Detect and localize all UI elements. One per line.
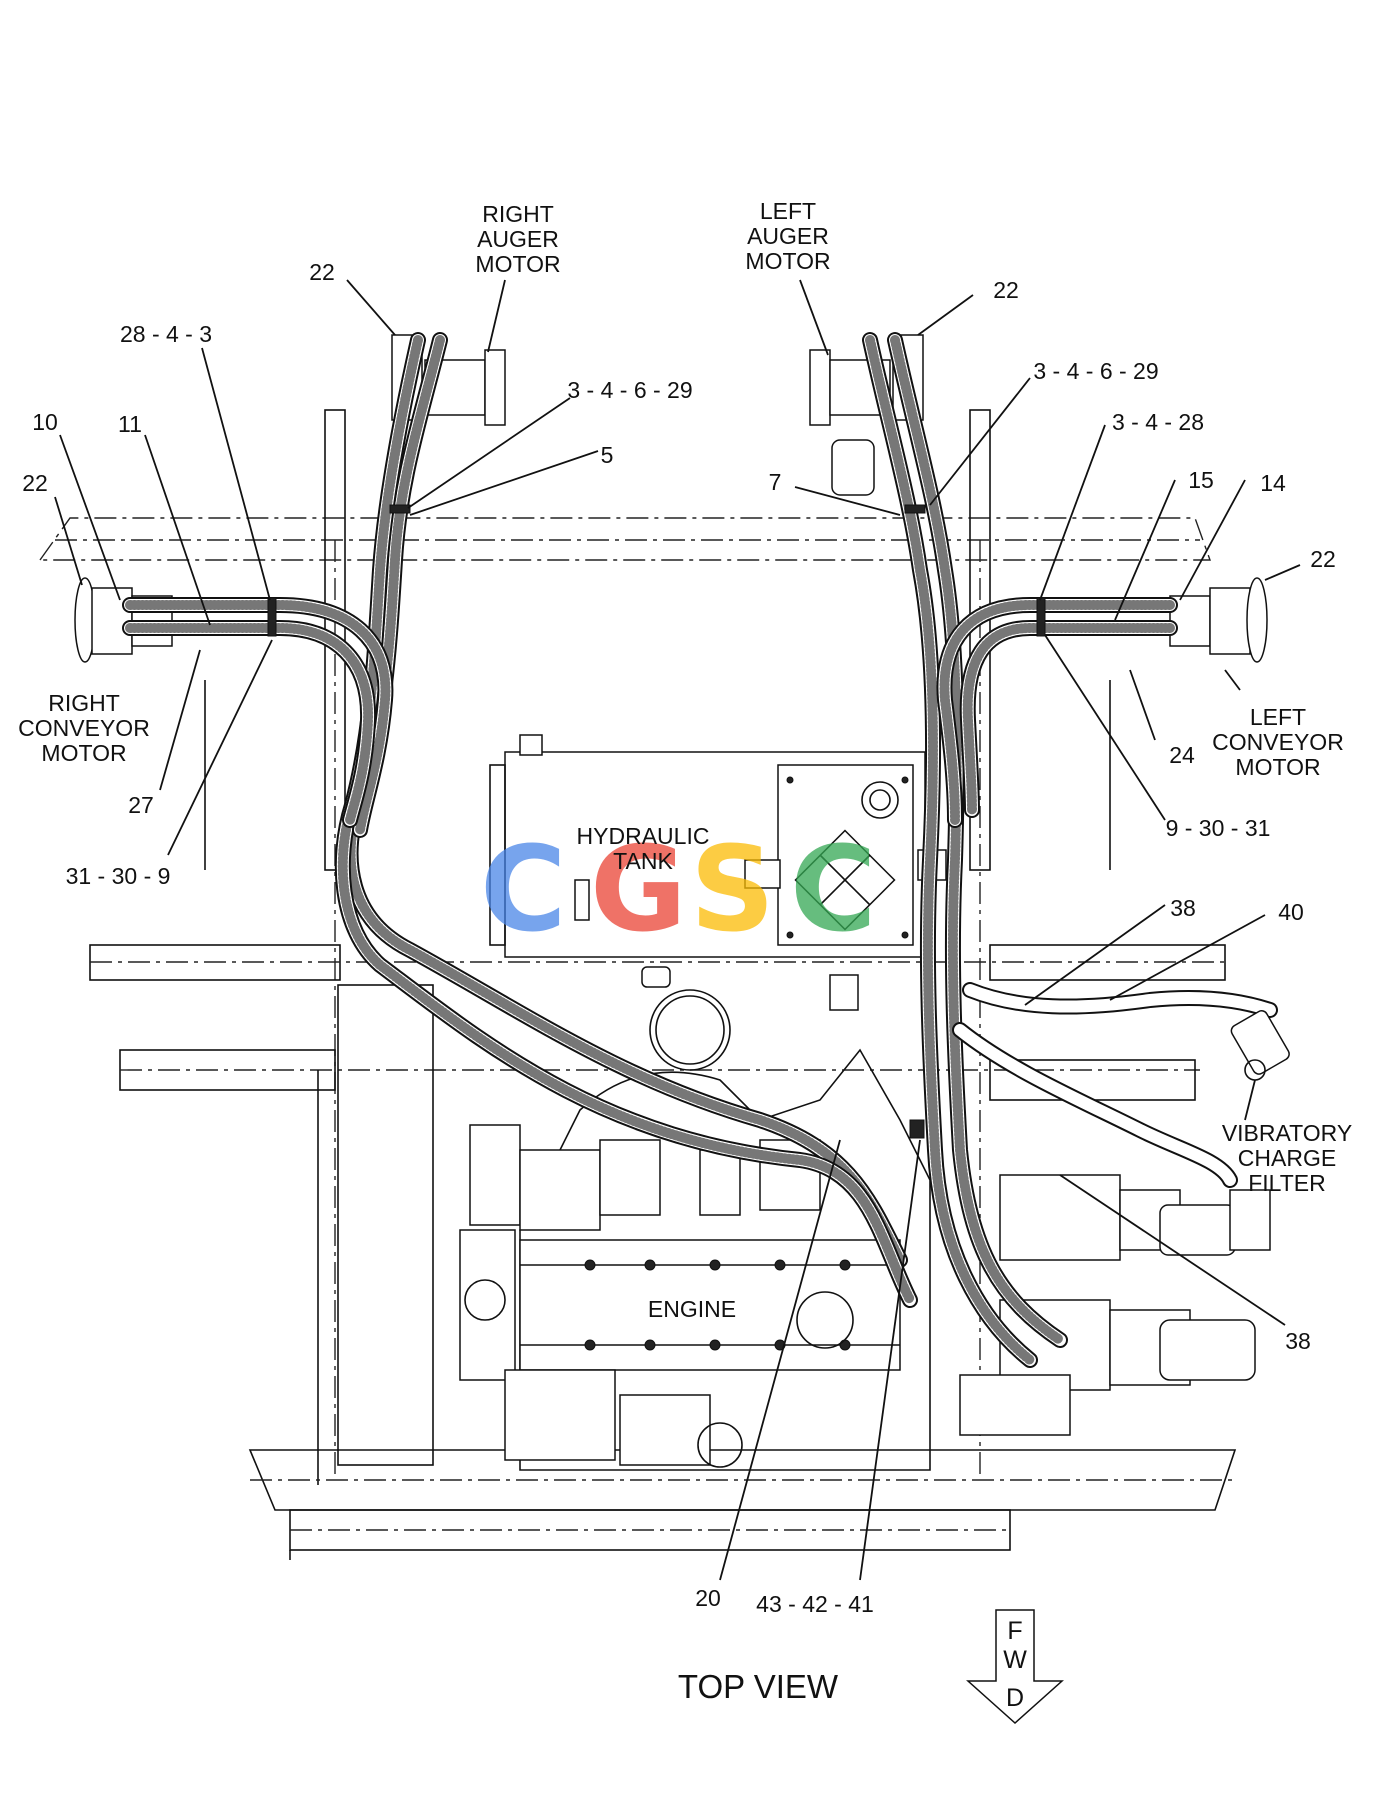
svg-text:AUGER: AUGER bbox=[477, 226, 559, 252]
watermark-letter-3: S bbox=[690, 820, 775, 958]
label-left-conveyor-motor: LEFT CONVEYOR MOTOR bbox=[1212, 704, 1344, 780]
left-conveyor-motor bbox=[1169, 577, 1268, 663]
vibratory-charge-filter bbox=[1230, 1010, 1290, 1081]
fwd-letter-f: F bbox=[1007, 1617, 1022, 1645]
svg-text:FILTER: FILTER bbox=[1248, 1170, 1326, 1196]
svg-text:CONVEYOR: CONVEYOR bbox=[1212, 729, 1344, 755]
svg-text:MOTOR: MOTOR bbox=[745, 248, 830, 274]
callout-3-4-6-29-right: 3 - 4 - 6 - 29 bbox=[1033, 358, 1158, 384]
svg-text:CONVEYOR: CONVEYOR bbox=[18, 715, 150, 741]
callout-3-4-6-29-left: 3 - 4 - 6 - 29 bbox=[567, 377, 692, 403]
label-engine: ENGINE bbox=[648, 1296, 736, 1322]
hydraulic-pumps bbox=[959, 1174, 1271, 1436]
svg-text:MOTOR: MOTOR bbox=[41, 740, 126, 766]
svg-text:MOTOR: MOTOR bbox=[1235, 754, 1320, 780]
watermark-letter-1: C bbox=[480, 820, 567, 958]
leader-lines bbox=[54, 279, 1301, 1581]
label-right-conveyor-motor: RIGHT CONVEYOR MOTOR bbox=[18, 690, 150, 766]
callout-22-top-left: 22 bbox=[309, 259, 335, 285]
callout-27: 27 bbox=[128, 792, 154, 818]
callouts: 22 28 - 4 - 3 10 11 22 3 - 4 - 6 - 29 5 … bbox=[22, 259, 1336, 1617]
callout-9-30-31: 9 - 30 - 31 bbox=[1166, 815, 1271, 841]
label-left-auger-motor: LEFT AUGER MOTOR bbox=[745, 198, 830, 274]
forward-direction-arrow: F W D bbox=[966, 1609, 1064, 1725]
callout-31-30-9: 31 - 30 - 9 bbox=[66, 863, 171, 889]
watermark-letter-4: C bbox=[790, 820, 877, 958]
hydraulic-tank bbox=[489, 734, 947, 1071]
callout-11: 11 bbox=[118, 411, 142, 437]
callout-28-4-3: 28 - 4 - 3 bbox=[120, 321, 212, 347]
svg-text:HYDRAULIC: HYDRAULIC bbox=[577, 823, 710, 849]
callout-24: 24 bbox=[1169, 742, 1195, 768]
callout-22-top-right: 22 bbox=[993, 277, 1019, 303]
callout-38-lower: 38 bbox=[1285, 1328, 1311, 1354]
svg-text:CHARGE: CHARGE bbox=[1238, 1145, 1336, 1171]
svg-text:MOTOR: MOTOR bbox=[475, 251, 560, 277]
fwd-letter-d: D bbox=[1006, 1684, 1024, 1712]
callout-43-42-41: 43 - 42 - 41 bbox=[756, 1591, 874, 1617]
watermark-letter-2: G bbox=[590, 820, 687, 958]
callout-20: 20 bbox=[695, 1585, 721, 1611]
label-hydraulic-tank: HYDRAULIC TANK bbox=[577, 823, 710, 874]
callout-3-4-28: 3 - 4 - 28 bbox=[1112, 409, 1204, 435]
callout-14: 14 bbox=[1260, 470, 1286, 496]
callout-10: 10 bbox=[32, 409, 58, 435]
fwd-letter-w: W bbox=[1003, 1646, 1027, 1674]
hydraulic-hoses bbox=[122, 332, 1278, 1368]
callout-22-right: 22 bbox=[1310, 546, 1336, 572]
cgsc-watermark: C G S C bbox=[480, 820, 877, 958]
callout-7: 7 bbox=[769, 469, 782, 495]
hose-clamps bbox=[267, 504, 1046, 1139]
svg-text:LEFT: LEFT bbox=[1250, 704, 1306, 730]
label-right-auger-motor: RIGHT AUGER MOTOR bbox=[475, 201, 560, 277]
machine-frame bbox=[38, 409, 1237, 1560]
callout-5: 5 bbox=[601, 442, 614, 468]
view-title: TOP VIEW bbox=[678, 1668, 839, 1705]
label-vibratory-charge-filter: VIBRATORY CHARGE FILTER bbox=[1222, 1120, 1352, 1196]
svg-text:AUGER: AUGER bbox=[747, 223, 829, 249]
callout-15: 15 bbox=[1188, 467, 1214, 493]
svg-text:RIGHT: RIGHT bbox=[48, 690, 120, 716]
callout-38-upper: 38 bbox=[1170, 895, 1196, 921]
svg-text:VIBRATORY: VIBRATORY bbox=[1222, 1120, 1352, 1146]
svg-text:TANK: TANK bbox=[613, 848, 673, 874]
callout-22-left: 22 bbox=[22, 470, 48, 496]
engine bbox=[459, 1048, 931, 1471]
callout-40: 40 bbox=[1278, 899, 1304, 925]
svg-text:RIGHT: RIGHT bbox=[482, 201, 554, 227]
svg-text:LEFT: LEFT bbox=[760, 198, 816, 224]
